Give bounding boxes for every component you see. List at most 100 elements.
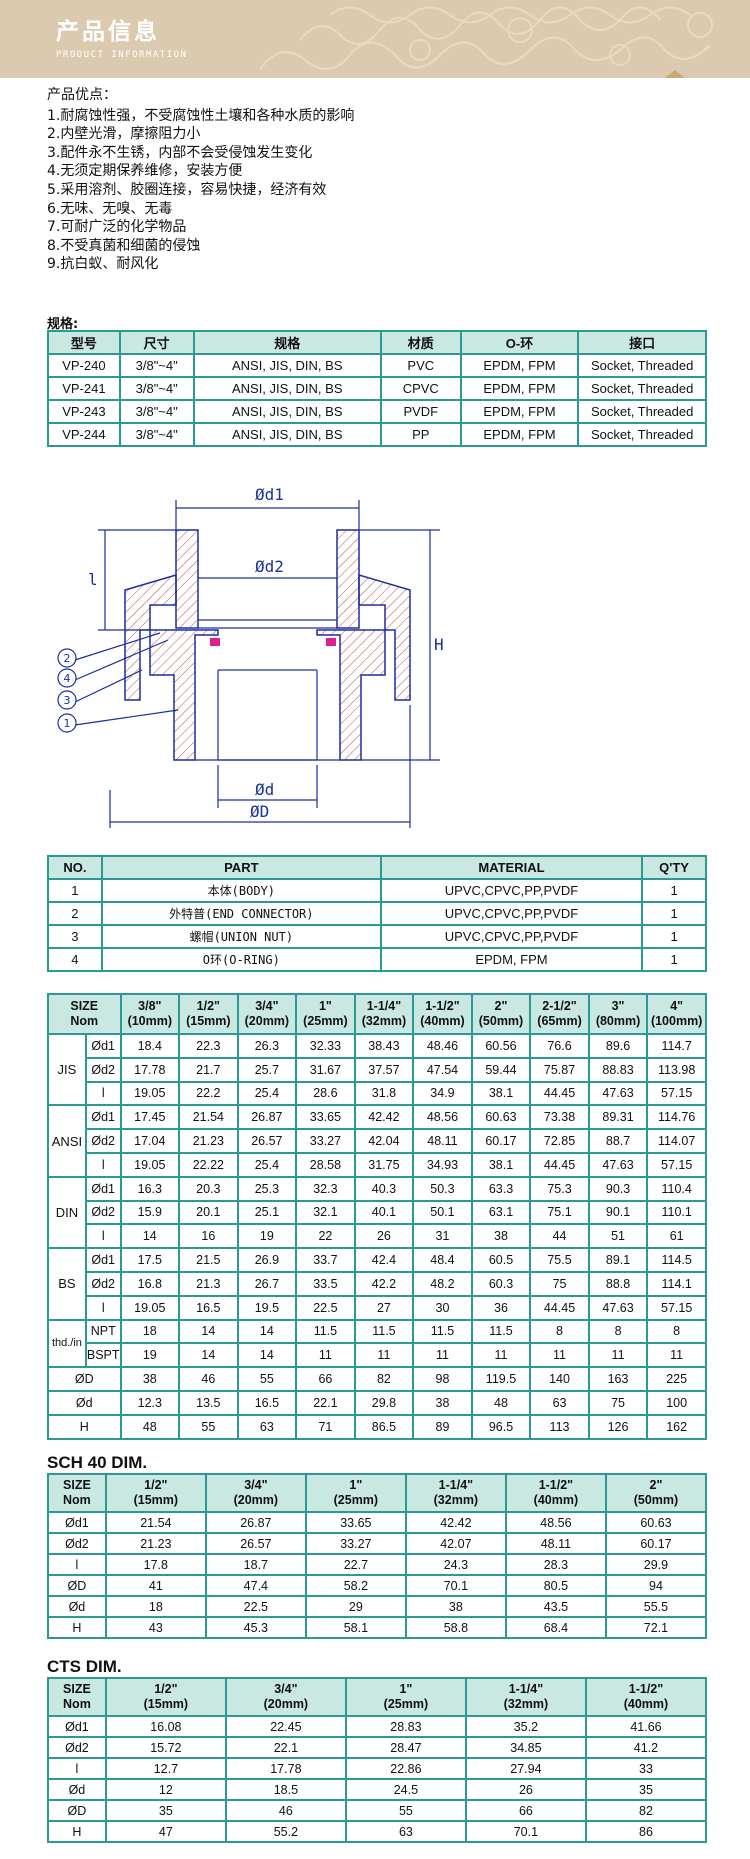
size-mm: (15mm) [186, 1014, 231, 1028]
table-cell: 45.3 [204, 1616, 307, 1639]
size-mm: (25mm) [303, 1014, 348, 1028]
table-cell: 90.1 [587, 1199, 649, 1226]
table-cell: 20.1 [178, 1199, 239, 1226]
advantage-item: 4.无须定期保养维修，安装方便 [47, 163, 243, 180]
table-cell: 11.5 [353, 1318, 415, 1345]
table-cell: 82 [353, 1366, 415, 1392]
size-label: SIZE [70, 999, 99, 1013]
size-header: 2-1/2"(65mm) [529, 993, 590, 1035]
row-label: ØD [47, 1574, 107, 1597]
table-cell: 63 [344, 1820, 467, 1843]
size-inch: 2-1/2" [542, 999, 577, 1013]
table-cell: 48.4 [412, 1247, 473, 1273]
table-cell: 26.87 [204, 1511, 307, 1534]
table-cell: 32.1 [295, 1199, 356, 1226]
group-label: JIS [47, 1032, 87, 1107]
table-cell: 42.07 [404, 1532, 507, 1555]
table-cell: 27.94 [464, 1757, 587, 1780]
table-cell: 32.33 [295, 1033, 356, 1059]
table-cell: PVDF [379, 399, 462, 424]
table-cell: 12 [104, 1778, 227, 1801]
table-cell: 22.2 [178, 1080, 239, 1107]
table-cell: 25.4 [236, 1080, 298, 1107]
table-cell: 60.17 [604, 1532, 708, 1555]
advantage-item: 6.无味、无嗅、无毒 [47, 200, 173, 217]
table-cell: 47.4 [204, 1574, 307, 1597]
spec-header: O-环 [459, 330, 580, 355]
table-cell: 17.8 [104, 1553, 207, 1576]
spec-header: 接口 [577, 330, 707, 355]
table-cell: PP [379, 422, 462, 447]
table-cell: VP-241 [47, 376, 121, 401]
table-cell: 32.3 [295, 1175, 356, 1202]
table-cell: 19.05 [119, 1294, 181, 1321]
table-cell: 58.2 [304, 1574, 407, 1597]
row-label: Ød [47, 1595, 107, 1618]
table-cell: 48.56 [412, 1104, 473, 1131]
table-cell: 28.83 [344, 1715, 467, 1738]
table-cell: 44.45 [529, 1294, 590, 1321]
table-cell: 33.65 [295, 1104, 356, 1131]
table-cell: 47.63 [587, 1151, 649, 1178]
table-cell: 71 [295, 1413, 356, 1440]
table-cell: 42.42 [404, 1511, 507, 1534]
table-cell: 28.47 [344, 1736, 467, 1759]
size-header: 2"(50mm) [470, 993, 532, 1035]
table-cell: 55.2 [224, 1820, 347, 1843]
table-cell: 57.15 [646, 1294, 707, 1321]
table-cell: 14 [236, 1318, 298, 1345]
table-cell: 63.3 [470, 1175, 532, 1202]
table-cell: 12.7 [104, 1757, 227, 1780]
row-label: l [84, 1080, 122, 1107]
size-inch: 3/8" [138, 999, 162, 1013]
table-cell: 114.07 [646, 1128, 707, 1154]
table-cell: 19.5 [236, 1294, 298, 1321]
table-cell: 40.3 [353, 1175, 415, 1202]
table-cell: 36 [470, 1294, 532, 1321]
table-cell: 34.93 [412, 1151, 473, 1178]
table-cell: 16.3 [119, 1175, 181, 1202]
table-cell: Socket, Threaded [577, 376, 707, 401]
table-cell: 42.4 [353, 1247, 415, 1273]
row-label: l [47, 1757, 107, 1780]
table-cell: 外特普(END CONNECTOR) [100, 901, 382, 926]
table-cell: 22.1 [224, 1736, 347, 1759]
spec-header: 材质 [379, 330, 462, 355]
table-cell: 21.54 [178, 1104, 239, 1131]
table-cell: 89.6 [587, 1033, 649, 1059]
size-inch: 3/4" [244, 1478, 268, 1492]
advantage-item: 5.采用溶剂、胶圈连接，容易快捷，经济有效 [47, 181, 327, 198]
table-cell: 29 [304, 1595, 407, 1618]
size-mm: (40mm) [420, 1014, 465, 1028]
row-label: Ød [47, 1389, 122, 1416]
size-mm: (50mm) [478, 1014, 524, 1028]
table-cell: 113.98 [646, 1056, 707, 1083]
table-cell: 18 [119, 1318, 181, 1345]
size-inch: 1" [349, 1478, 363, 1492]
table-cell: 114.76 [646, 1104, 707, 1131]
table-cell: 50.1 [412, 1199, 473, 1226]
table-cell: 16.5 [178, 1294, 239, 1321]
size-header: 4"(100mm) [646, 993, 707, 1035]
table-cell: 35 [584, 1778, 708, 1801]
table-cell: 44 [529, 1223, 590, 1250]
table-cell: 18.4 [119, 1033, 181, 1059]
table-cell: 28.3 [504, 1553, 607, 1576]
table-cell: 21.5 [178, 1247, 239, 1273]
spec-header: 型号 [47, 330, 121, 355]
row-label: NPT [84, 1318, 122, 1345]
table-cell: 88.8 [587, 1270, 649, 1297]
table-cell: 29.9 [604, 1553, 708, 1576]
table-cell: 38.1 [470, 1151, 532, 1178]
